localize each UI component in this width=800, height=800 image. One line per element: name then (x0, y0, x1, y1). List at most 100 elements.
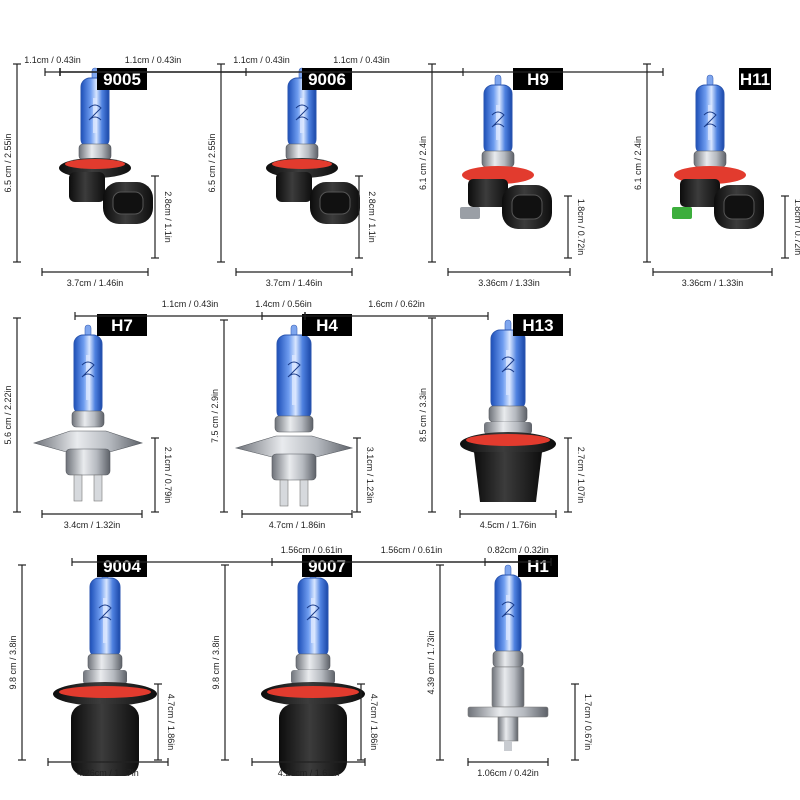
red-o-ring (267, 686, 359, 698)
bulb-image (467, 564, 549, 751)
bulb-image (460, 319, 556, 502)
top-dimension: 0.82cm / 0.32in (487, 545, 549, 555)
metal-collar (87, 653, 123, 671)
width-dimension: 3.7cm / 1.46in (67, 278, 124, 288)
base-body (474, 452, 542, 502)
bulb-image (32, 324, 144, 502)
model-label-bg (302, 314, 352, 336)
height-dimension: 6.5 cm / 2.55in (3, 133, 13, 192)
width-dimension: 4.7cm / 1.86in (269, 520, 326, 530)
height-dimension: 9.8 cm / 3.8in (211, 635, 221, 689)
filament-coil (491, 111, 505, 128)
bulb-cell-h1: H1 0.82cm / 0.32in 4.39 cm / 1.73in 1.7cm /… (426, 545, 593, 778)
filament (86, 355, 90, 400)
metal-collar (285, 143, 319, 161)
filament-coil (81, 361, 95, 378)
metal-base (65, 448, 111, 476)
connector-socket (319, 191, 351, 215)
red-o-ring (59, 686, 151, 698)
filament (506, 595, 510, 640)
filament-coil (287, 361, 301, 378)
filament-coil (98, 604, 112, 621)
pin-right (93, 474, 103, 502)
base-dimension: 1.8cm / 0.72in (576, 199, 586, 256)
width-dimension: 4.26cm / 1.67in (77, 768, 139, 778)
metal-collar (693, 150, 727, 168)
height-dimension: 4.39 cm / 1.73in (426, 630, 436, 694)
model-label: 9005 (103, 70, 141, 89)
top-dimension: 1.1cm / 0.43in (125, 55, 182, 65)
base-body (279, 704, 347, 776)
bulb-image (672, 74, 764, 229)
base-dimension: 1.7cm / 0.67in (583, 694, 593, 751)
height-dimension: 9.8 cm / 3.8in (8, 635, 18, 689)
height-dimension: 6.1 cm / 2.4in (633, 136, 643, 190)
bulb-image (53, 567, 157, 776)
height-dimension: 6.5 cm / 2.55in (207, 133, 217, 192)
connector-clip (460, 207, 480, 219)
filament-coil (295, 104, 309, 121)
filament (506, 350, 510, 395)
model-label: 9004 (103, 557, 141, 576)
model-label: 9006 (308, 70, 346, 89)
red-o-ring (466, 434, 550, 446)
base-dimension: 3.1cm / 1.23in (365, 447, 375, 504)
bulb-image (59, 67, 153, 224)
connector-clip (672, 207, 692, 219)
width-dimension: 3.36cm / 1.33in (682, 278, 744, 288)
width-dimension: 1.06cm / 0.42in (477, 768, 539, 778)
filament (708, 105, 712, 140)
filament (93, 98, 97, 133)
metal-collar (78, 143, 112, 161)
model-label: H1 (527, 557, 549, 576)
red-o-ring (272, 159, 332, 169)
metal-collar (481, 150, 515, 168)
mount-plate (467, 706, 549, 718)
width-dimension: 3.4cm / 1.32in (64, 520, 121, 530)
model-label: H11 (740, 70, 770, 89)
top-dimension: 1.56cm / 0.61in (281, 545, 343, 555)
base-body (69, 172, 105, 202)
bulb-image (460, 74, 552, 229)
height-dimension: 8.5 cm / 3.3in (418, 388, 428, 442)
model-label-bg (513, 314, 563, 336)
model-label: H9 (527, 70, 549, 89)
base-body (468, 179, 508, 207)
model-label-bg (97, 68, 147, 90)
metal-cage (491, 666, 525, 708)
width-dimension: 3.36cm / 1.33in (478, 278, 540, 288)
connector-socket (723, 194, 755, 220)
bulb-cell-9007: 9007 1.56cm / 0.61in 9.8 cm / 3.8in 4.7cm /… (211, 545, 552, 778)
filament (103, 598, 107, 643)
filament (300, 98, 304, 133)
model-label-bg (739, 68, 771, 90)
model-label: H7 (111, 316, 133, 335)
metal-neck (291, 670, 335, 684)
pin (504, 741, 512, 751)
model-label: H13 (522, 316, 553, 335)
base-dimension: 1.8cm / 0.72in (793, 199, 800, 256)
width-dimension: 3.7cm / 1.46in (266, 278, 323, 288)
top-dimension: 1.1cm / 0.43in (233, 55, 290, 65)
model-label-bg (302, 555, 352, 577)
filament (496, 105, 500, 140)
pin-left (73, 474, 83, 502)
filament-coil (703, 111, 717, 128)
metal-neck (484, 422, 532, 434)
pin-left (279, 479, 289, 507)
base-dimension: 4.7cm / 1.86in (369, 694, 379, 751)
base-dimension: 2.1cm / 0.79in (163, 447, 173, 504)
metal-collar (492, 650, 524, 668)
top-dimension: 1.56cm / 0.61in (381, 545, 443, 555)
metal-collar (295, 653, 331, 671)
connector-socket (511, 194, 543, 220)
filament-coil (88, 104, 102, 121)
top-dimension: 1.6cm / 0.62in (368, 299, 425, 309)
base-stem (497, 716, 519, 742)
model-label: 9007 (308, 557, 346, 576)
